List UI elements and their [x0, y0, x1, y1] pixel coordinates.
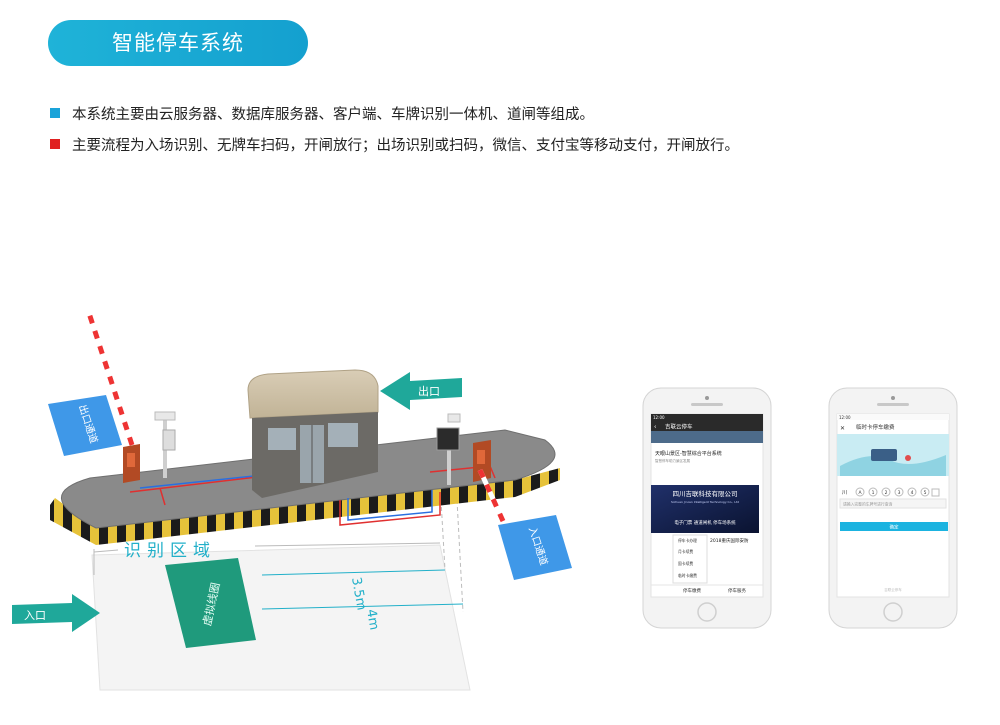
recognition-zone: 识别区域 — [91, 541, 471, 691]
distance-short-label: 3.5m — [348, 576, 369, 611]
company-name-en: Sichuan Ji Lian Intelligent Technology C… — [671, 500, 739, 504]
virtual-coil: 虚拟线圈 — [165, 558, 256, 648]
plate-input[interactable]: A 1 2 3 4 5 — [855, 487, 940, 497]
recognition-zone-label: 识别区域 — [124, 541, 216, 561]
bullet-marker — [50, 139, 60, 149]
phone-right-footer: 吉联云停车 — [884, 587, 902, 592]
phone-right-header: 临时卡停车缴费 — [856, 423, 895, 431]
nav-tab-service[interactable]: 停车服务 — [728, 587, 746, 594]
page-title: 智能停车系统 — [48, 20, 308, 66]
svg-text:出口: 出口 — [418, 384, 440, 398]
menu-item[interactable]: 月卡续费 — [678, 549, 693, 554]
confirm-button[interactable] — [840, 522, 948, 531]
company-name: 四川吉联科技有限公司 — [673, 489, 738, 498]
close-icon[interactable]: ✕ — [840, 425, 845, 432]
svg-text:12:00: 12:00 — [653, 415, 665, 420]
left-camera-icon — [154, 411, 176, 478]
back-icon[interactable]: ‹ — [654, 424, 656, 431]
bullet-marker — [50, 108, 60, 118]
right-channel-sign: 入口通道 — [498, 515, 572, 580]
plate-search-input[interactable]: 请输入完整的车牌号进行查询 — [843, 502, 893, 507]
svg-text:12:00: 12:00 — [839, 415, 851, 420]
svg-text:A: A — [858, 490, 862, 496]
left-channel-sign: 出口通道 — [48, 395, 122, 456]
menu-item[interactable]: 停车卡办理 — [678, 538, 697, 543]
distance-markers: 3.5m 4m — [261, 499, 464, 631]
phone-right: 12:00 ✕ 临时卡停车缴费 川 A 1 2 3 4 5 请输入完整的车牌号进… — [828, 387, 958, 629]
svg-text:入口: 入口 — [24, 609, 46, 622]
svg-text:5: 5 — [924, 490, 927, 496]
left-barrier-gate — [85, 309, 140, 483]
news-title: 2018重庆国际安防 — [710, 537, 749, 544]
bullet-item-1: 本系统主要由云服务器、数据库服务器、客户端、车牌识别一体机、道闸等组成。 — [50, 100, 950, 126]
bullet-list: 本系统主要由云服务器、数据库服务器、客户端、车牌识别一体机、道闸等组成。 主要流… — [50, 100, 950, 162]
company-slogan: 电子门票 通道闸机 停车场系统 — [674, 519, 736, 526]
bullet-text: 主要流程为入场识别、无牌车扫码，开闸放行；出场识别或扫码，微信、支付宝等移动支付… — [72, 137, 739, 154]
exit-arrow-icon: 出口 — [380, 372, 462, 410]
banner-title: 天眼山景区-智慧综合平台系统 — [655, 450, 722, 457]
svg-text:2: 2 — [885, 490, 888, 496]
guard-booth — [247, 369, 379, 498]
entry-arrow-icon: 入口 — [12, 594, 100, 632]
menu-item[interactable]: 固卡续费 — [678, 561, 693, 566]
bullet-text: 本系统主要由云服务器、数据库服务器、客户端、车牌识别一体机、道闸等组成。 — [72, 106, 594, 123]
nav-tab-payment[interactable]: 停车缴费 — [683, 587, 701, 594]
plate-prefix[interactable]: 川 — [842, 490, 847, 496]
svg-text:3: 3 — [898, 490, 901, 496]
bullet-item-2: 主要流程为入场识别、无牌车扫码，开闸放行；出场识别或扫码，微信、支付宝等移动支付… — [50, 131, 950, 157]
svg-text:1: 1 — [872, 490, 875, 496]
right-camera-icon — [436, 413, 461, 485]
svg-text:4: 4 — [911, 490, 914, 496]
banner-sub: 智慧停车助力景区发展 — [655, 458, 690, 463]
phone-left: 12:00 吉联云停车 ‹ 天眼山景区-智慧综合平台系统 智慧停车助力景区发展 … — [642, 387, 772, 629]
distance-long-label: 4m — [363, 608, 381, 631]
phone-left-header: 吉联云停车 — [665, 423, 693, 431]
confirm-button-label: 确定 — [890, 524, 899, 531]
menu-item[interactable]: 临时卡缴费 — [678, 573, 697, 578]
